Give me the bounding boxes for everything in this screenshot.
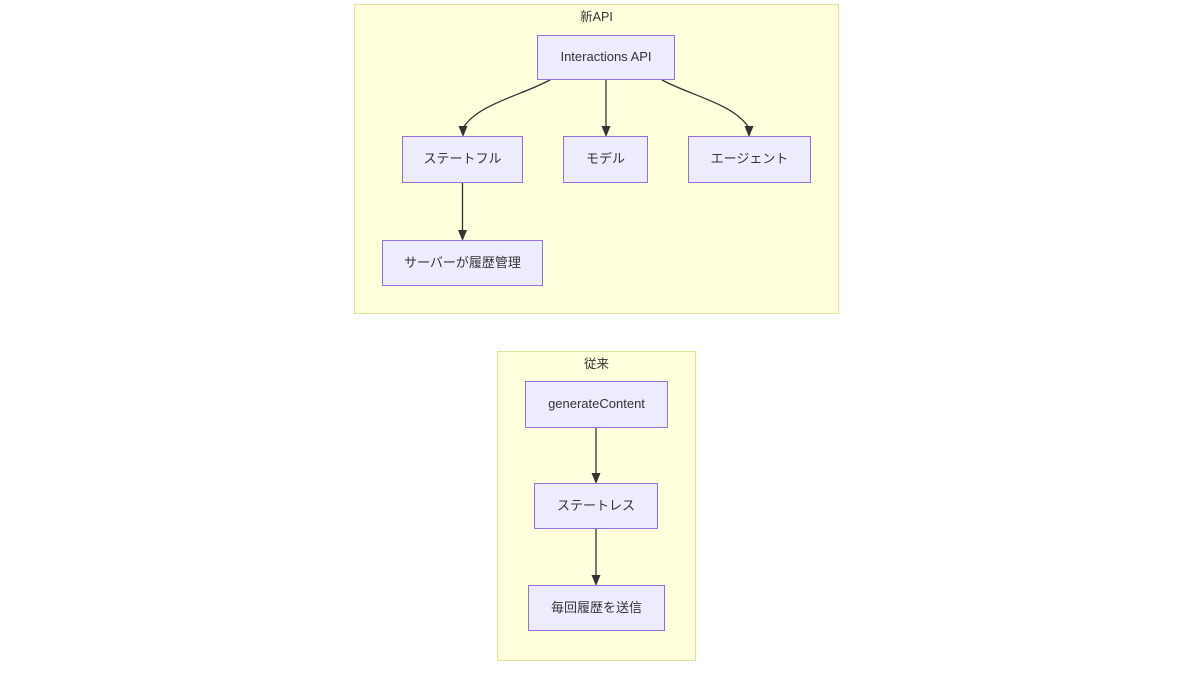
node-stateless[interactable]: ステートレス [534,483,658,529]
node-model-label: モデル [585,151,625,167]
subgraph-legacy-title: 従来 [583,357,609,371]
node-generate-content[interactable]: generateContent [525,381,668,428]
node-stateful-label: ステートフル [423,151,502,167]
node-interactions-api[interactable]: Interactions API [537,35,675,80]
node-server-history[interactable]: サーバーが履歴管理 [382,240,543,286]
node-generate-content-label: generateContent [548,396,645,412]
node-send-history-label: 毎回履歴を送信 [550,599,642,615]
node-stateful[interactable]: ステートフル [402,136,523,183]
node-server-history-label: サーバーが履歴管理 [404,254,521,270]
node-agent-label: エージェント [710,151,789,167]
node-model[interactable]: モデル [563,136,648,183]
subgraph-new-api-title: 新API [580,10,613,24]
node-interactions-api-label: Interactions API [560,49,652,65]
node-agent[interactable]: エージェント [688,136,811,183]
node-send-history[interactable]: 毎回履歴を送信 [528,585,665,631]
node-stateless-label: ステートレス [556,497,635,513]
